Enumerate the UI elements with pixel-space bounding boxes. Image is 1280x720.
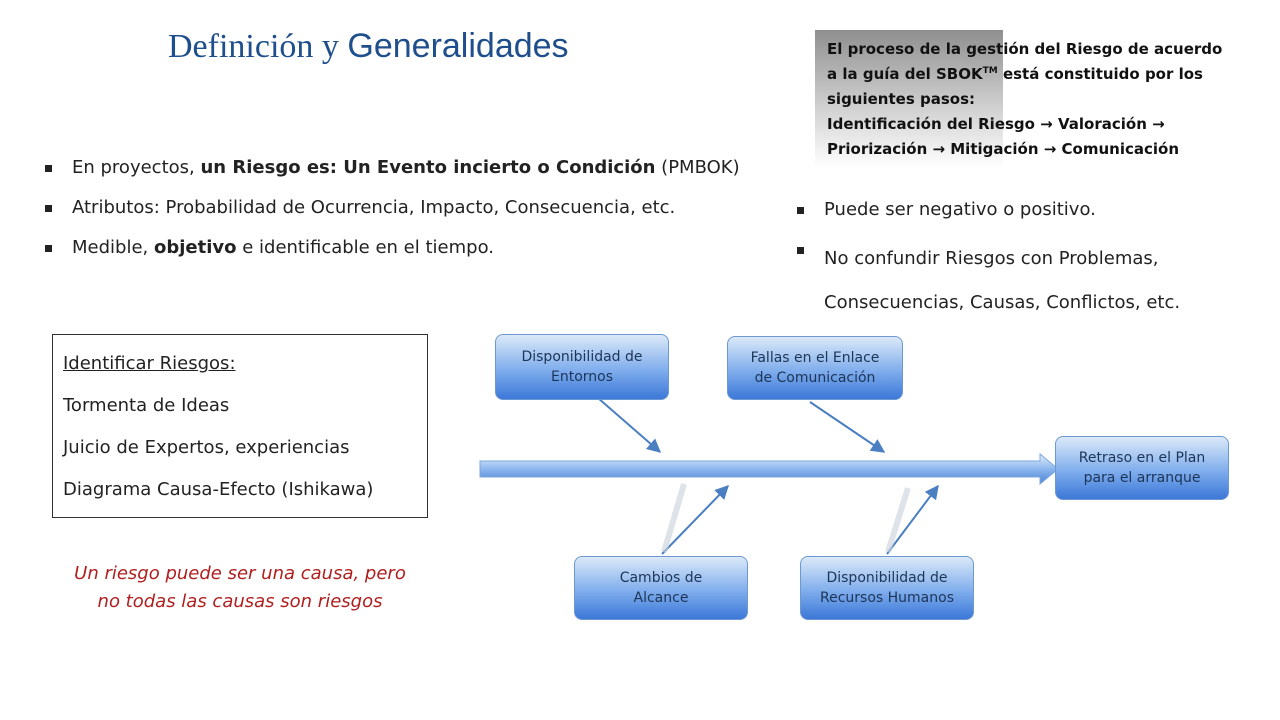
effect-line-1: Retraso en el Plan: [1078, 450, 1206, 466]
cause-arrow-enlace: [809, 401, 886, 453]
cause-arrow-entornos: [597, 397, 662, 453]
cause-node-alcance: Cambios de Alcance: [574, 556, 748, 620]
page-title: Definición y Generalidades: [168, 26, 569, 66]
callout-line-4: Identificación del Riesgo → Valoración →: [827, 115, 1165, 133]
bullet-not-confuse: No confundir Riesgos con Problemas, Conse…: [794, 237, 1180, 325]
characteristics-bullet-list: Puede ser negativo o positivo. No confun…: [794, 197, 1180, 325]
title-part-2: Generalidades: [347, 27, 569, 65]
trademark-superscript: TM: [982, 66, 998, 76]
risk-cause-note: Un riesgo puede ser una causa, pero no t…: [52, 560, 428, 616]
cause-alcance-line-2: Alcance: [633, 590, 689, 606]
bullet-3-post: e identificable en el tiempo.: [236, 237, 494, 258]
cause-arrow-recursos: [886, 484, 939, 555]
bullet-3-pre: Medible,: [72, 237, 154, 258]
callout-line-3: siguientes pasos:: [827, 90, 975, 108]
identify-item-brainstorm: Tormenta de Ideas: [63, 395, 230, 416]
title-part-1: Definición y: [168, 28, 348, 65]
decor-stroke-1: [661, 483, 687, 553]
cause-recursos-line-1: Disponibilidad de: [826, 570, 948, 586]
bullet-attributes: Atributos: Probabilidad de Ocurrencia, I…: [42, 195, 740, 235]
cause-enlace-line-1: Fallas en el Enlace: [750, 350, 880, 366]
cause-node-enlace: Fallas en el Enlace de Comunicación: [727, 336, 903, 400]
bullet-not-confuse-line-2: Consecuencias, Causas, Conflictos, etc.: [824, 292, 1181, 313]
decor-stroke-2: [885, 487, 911, 553]
callout-line-2: a la guía del SBOKTM está constituido po…: [827, 62, 1245, 87]
bullet-1-pre: En proyectos,: [72, 157, 201, 178]
identify-risks-box: Identificar Riesgos: Tormenta de Ideas J…: [52, 334, 428, 518]
note-line-1: Un riesgo puede ser una causa, pero: [74, 563, 406, 584]
cause-enlace-line-2: de Comunicación: [754, 370, 876, 386]
callout-line-1: El proceso de la gestión del Riesgo de a…: [827, 40, 1223, 58]
definition-bullet-list: En proyectos, un Riesgo es: Un Evento in…: [42, 155, 740, 275]
bullet-measurable: Medible, objetivo e identificable en el …: [42, 235, 740, 275]
cause-alcance-line-1: Cambios de: [619, 570, 703, 586]
effect-node-retraso: Retraso en el Plan para el arranque: [1055, 436, 1229, 500]
bullet-1-post: (PMBOK): [655, 157, 740, 178]
main-spine-arrow: [479, 452, 1059, 486]
bullet-3-bold: objetivo: [153, 237, 237, 258]
effect-line-2: para el arranque: [1083, 470, 1201, 486]
cause-arrow-alcance: [661, 484, 729, 555]
bullet-risk-definition: En proyectos, un Riesgo es: Un Evento in…: [42, 155, 740, 195]
identify-item-ishikawa: Diagrama Causa-Efecto (Ishikawa): [63, 479, 374, 500]
callout-line-2a: a la guía del SBOK: [827, 65, 983, 83]
cause-recursos-line-2: Recursos Humanos: [820, 590, 954, 606]
cause-entornos-line-1: Disponibilidad de: [521, 349, 643, 365]
bullet-not-confuse-line-1: No confundir Riesgos con Problemas,: [824, 248, 1159, 269]
cause-entornos-line-2: Entornos: [550, 369, 613, 385]
note-line-2: no todas las causas son riesgos: [97, 591, 383, 612]
identify-risks-heading: Identificar Riesgos:: [63, 353, 236, 374]
callout-line-5: Priorización → Mitigación → Comunicación: [827, 140, 1180, 158]
cause-node-entornos: Disponibilidad de Entornos: [495, 334, 669, 400]
cause-node-recursos: Disponibilidad de Recursos Humanos: [800, 556, 974, 620]
callout-gradient-background: [815, 30, 1003, 168]
identify-item-expert-judgment: Juicio de Expertos, experiencias: [63, 437, 350, 458]
callout-line-2b: está constituido por los: [997, 65, 1203, 83]
bullet-negative-positive: Puede ser negativo o positivo.: [794, 197, 1180, 223]
sbok-process-callout: El proceso de la gestión del Riesgo de a…: [815, 30, 1245, 168]
bullet-1-bold: un Riesgo es: Un Evento incierto o Condi…: [200, 157, 656, 178]
